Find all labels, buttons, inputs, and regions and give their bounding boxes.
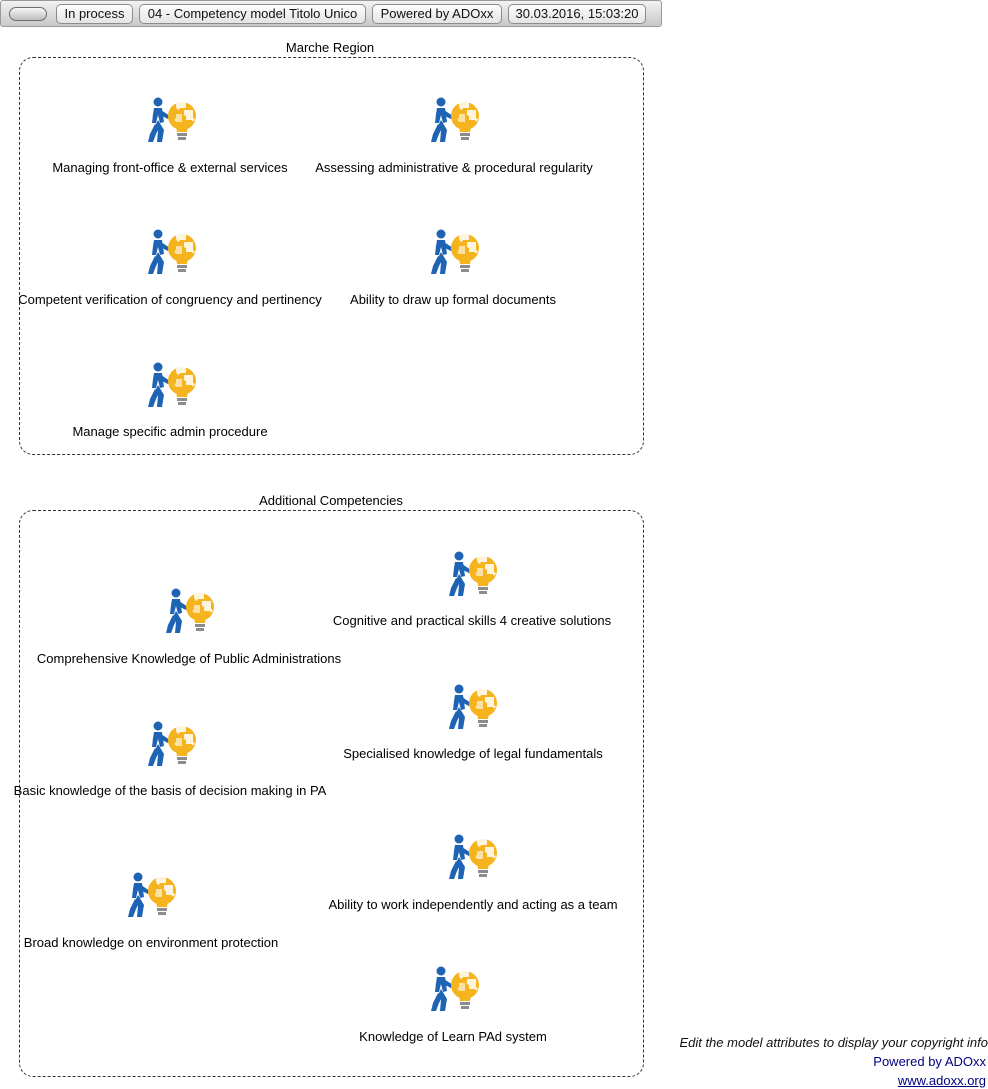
competency-icon [447, 683, 501, 733]
competency-label: Assessing administrative & procedural re… [315, 160, 593, 175]
competency-label: Competent verification of congruency and… [18, 292, 322, 307]
powered-badge: Powered by ADOxx [372, 4, 502, 24]
competency-icon [126, 871, 180, 921]
timestamp-badge: 30.03.2016, 15:03:20 [508, 4, 646, 24]
competency-label: Knowledge of Learn PAd system [359, 1029, 547, 1044]
competency-icon [146, 361, 200, 411]
status-badge: In process [56, 4, 133, 24]
group-additional-competencies[interactable] [19, 510, 644, 1077]
competency-label: Basic knowledge of the basis of decision… [13, 783, 327, 798]
competency-icon [447, 550, 501, 600]
footer-powered-text: Powered by ADOxx [873, 1054, 986, 1069]
header-toggle-button[interactable] [9, 7, 47, 21]
copyright-text: Edit the model attributes to display you… [679, 1035, 988, 1050]
competency-icon [164, 587, 218, 637]
competency-icon [146, 720, 200, 770]
competency-label: Managing front-office & external service… [52, 160, 288, 175]
adoxx-link[interactable]: www.adoxx.org [897, 1073, 986, 1088]
competency-icon [146, 96, 200, 146]
competency-label: Ability to draw up formal documents [350, 292, 556, 307]
group-title-marche-region: Marche Region [285, 40, 375, 55]
competency-icon [429, 96, 483, 146]
competency-label: Comprehensive Knowledge of Public Admini… [36, 651, 342, 666]
competency-label: Broad knowledge on environment protectio… [23, 935, 279, 950]
competency-icon [447, 833, 501, 883]
competency-label: Cognitive and practical skills 4 creativ… [332, 613, 612, 628]
competency-label: Specialised knowledge of legal fundament… [343, 746, 603, 761]
group-marche-region[interactable] [19, 57, 644, 455]
model-header-bar: In process 04 - Competency model Titolo … [0, 0, 662, 27]
competency-icon [146, 228, 200, 278]
competency-icon [429, 228, 483, 278]
competency-label: Manage specific admin procedure [72, 424, 268, 439]
model-name-badge: 04 - Competency model Titolo Unico [139, 4, 366, 24]
competency-icon [429, 965, 483, 1015]
group-title-additional-competencies: Additional Competencies [259, 493, 403, 508]
competency-label: Ability to work independently and acting… [328, 897, 618, 912]
